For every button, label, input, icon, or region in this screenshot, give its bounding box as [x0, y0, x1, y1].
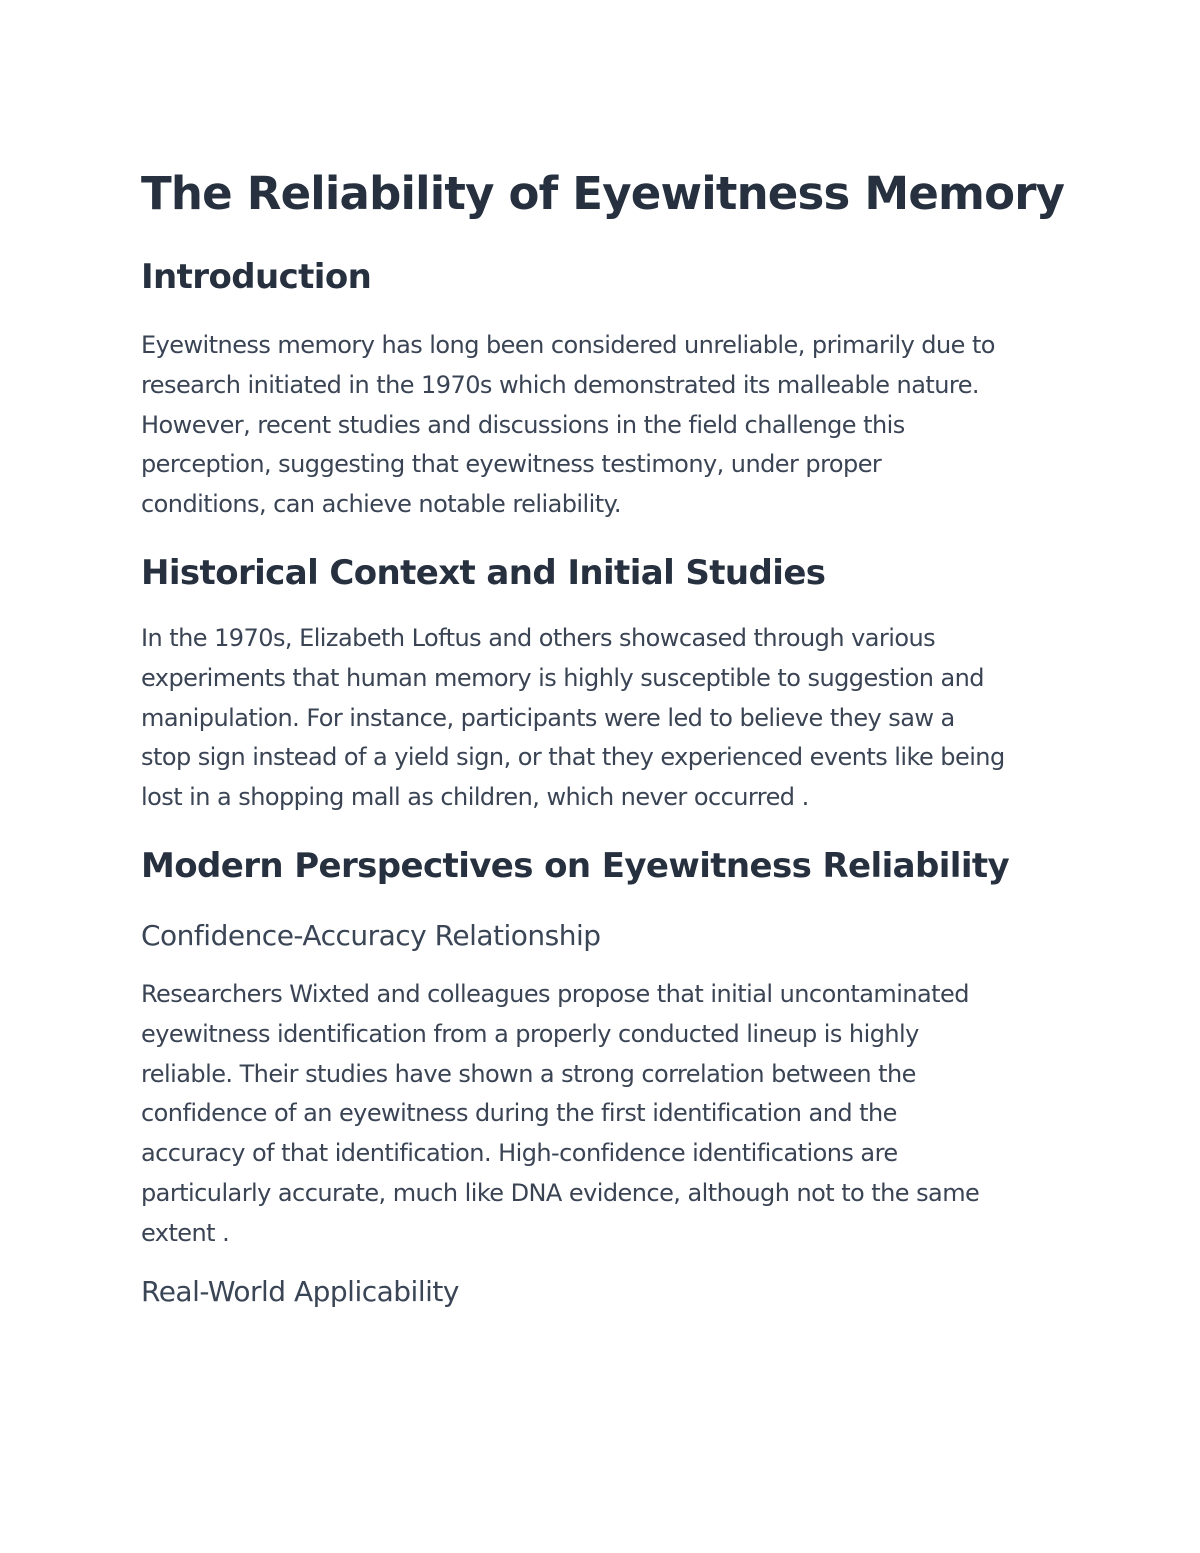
paragraph-line: confidence of an eyewitness during the f… [141, 1099, 897, 1128]
historical-context-paragraph: In the 1970s, Elizabeth Loftus and other… [141, 619, 1071, 818]
confidence-accuracy-paragraph: Researchers Wixted and colleagues propos… [141, 975, 1071, 1254]
paragraph-line: eyewitness identification from a properl… [141, 1019, 919, 1048]
paragraph-line: conditions, can achieve notable reliabil… [141, 490, 621, 519]
paragraph-line: Eyewitness memory has long been consider… [141, 331, 996, 359]
heading-historical-context: Historical Context and Initial Studies [141, 553, 826, 593]
paragraph-line: reliable. Their studies have shown a str… [141, 1059, 916, 1088]
paragraph-line: perception, suggesting that eyewitness t… [141, 450, 882, 479]
paragraph-line: lost in a shopping mall as children, whi… [141, 783, 809, 812]
document-title: The Reliability of Eyewitness Memory [141, 167, 1065, 220]
paragraph-line: extent . [141, 1218, 230, 1247]
introduction-paragraph: Eyewitness memory has long been consider… [141, 326, 1071, 525]
heading-modern-perspectives: Modern Perspectives on Eyewitness Reliab… [141, 846, 1010, 886]
subheading-real-world-applicability: Real-World Applicability [141, 1275, 459, 1308]
paragraph-line: Researchers Wixted and colleagues propos… [141, 980, 969, 1008]
paragraph-line: accuracy of that identification. High-co… [141, 1139, 898, 1168]
paragraph-line: manipulation. For instance, participants… [141, 703, 955, 732]
subheading-confidence-accuracy: Confidence-Accuracy Relationship [141, 919, 601, 952]
paragraph-line: In the 1970s, Elizabeth Loftus and other… [141, 624, 936, 652]
paragraph-line: particularly accurate, much like DNA evi… [141, 1178, 980, 1207]
paragraph-line: stop sign instead of a yield sign, or th… [141, 743, 1005, 772]
heading-introduction: Introduction [141, 257, 372, 297]
paragraph-line: However, recent studies and discussions … [141, 410, 905, 439]
paragraph-line: research initiated in the 1970s which de… [141, 370, 980, 399]
paragraph-line: experiments that human memory is highly … [141, 663, 985, 692]
